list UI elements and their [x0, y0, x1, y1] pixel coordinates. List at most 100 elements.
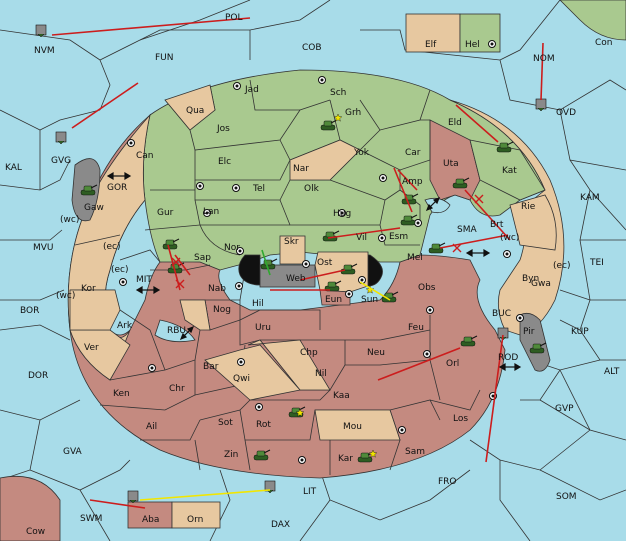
sea-label-lit: LIT — [303, 487, 317, 497]
land-label-hug: Hug — [333, 209, 351, 219]
land-label-gaw: Gaw — [84, 203, 104, 213]
army-unit-icon[interactable] — [324, 280, 342, 292]
land-label-aba: Aba — [142, 515, 159, 525]
land-label-gur: Gur — [157, 208, 174, 218]
sea-label-pol: POL — [225, 13, 243, 23]
sea-label-gvg: GVG — [51, 156, 71, 166]
land-label-elc: Elc — [218, 157, 231, 167]
sea-label-fun: FUN — [155, 53, 174, 63]
land-label-nor: Nor — [224, 243, 240, 253]
land-label-nab: Nab — [208, 284, 226, 294]
land-label-bar: Bar — [203, 362, 219, 372]
region-orn[interactable] — [171, 501, 221, 529]
army-unit-icon[interactable] — [529, 342, 547, 354]
sea-label-buc: BUC — [492, 309, 511, 319]
fleet-unit-icon[interactable] — [264, 480, 276, 494]
land-label-elf: Elf — [425, 40, 437, 50]
land-label-kaa: Kaa — [333, 391, 350, 401]
sea-label-rbu: RBU — [167, 326, 186, 336]
sea-label-nvm: NVM — [34, 46, 55, 56]
fleet-unit-icon[interactable] — [55, 131, 67, 145]
sea-label-sma: SMA — [457, 225, 477, 235]
army-unit-icon[interactable] — [320, 119, 338, 131]
land-label-car: Car — [405, 148, 421, 158]
land-label-orn: Orn — [187, 515, 203, 525]
land-label-ark: Ark — [117, 321, 133, 331]
sea-label-mvu: MVU — [33, 243, 54, 253]
region-pir[interactable] — [519, 312, 551, 372]
army-unit-icon[interactable] — [428, 242, 446, 254]
army-unit-icon[interactable] — [496, 141, 514, 153]
army-unit-icon[interactable] — [253, 449, 271, 461]
land-label-sch: Sch — [330, 88, 346, 98]
sea-label-tei: TEI — [589, 258, 604, 268]
coast-label-4: (wc) — [500, 233, 519, 243]
land-label-sun: Sun — [361, 295, 378, 305]
land-label-rie: Rie — [521, 202, 536, 212]
land-label-nog: Nog — [213, 305, 231, 315]
army-unit-icon[interactable] — [381, 291, 399, 303]
fleet-unit-icon[interactable] — [127, 490, 139, 504]
land-label-sap: Sap — [194, 253, 211, 263]
land-label-los: Los — [453, 414, 468, 424]
land-label-jos: Jos — [216, 124, 230, 134]
sea-label-alt: ALT — [604, 367, 620, 377]
army-unit-icon[interactable] — [288, 406, 306, 418]
army-unit-icon[interactable] — [80, 184, 98, 196]
land-label-esm: Esm — [389, 232, 408, 242]
army-unit-icon[interactable] — [162, 238, 180, 250]
coast-label-0: (wc) — [60, 215, 79, 225]
region-black-west[interactable] — [238, 254, 261, 286]
army-unit-icon[interactable] — [357, 451, 375, 463]
land-label-hil: Hil — [252, 299, 264, 309]
sea-label-kam: KAM — [580, 193, 600, 203]
land-label-sam: Sam — [405, 447, 425, 457]
land-label-eld: Eld — [448, 118, 462, 128]
fleet-unit-icon[interactable] — [535, 98, 547, 112]
sea-label-swm: SWM — [80, 514, 102, 524]
army-unit-icon[interactable] — [460, 335, 478, 347]
land-label-olk: Olk — [304, 184, 320, 194]
army-unit-icon[interactable] — [452, 177, 470, 189]
land-label-byn: Byn — [522, 274, 539, 284]
land-label-jad: Jad — [244, 85, 259, 95]
army-unit-icon[interactable] — [400, 214, 418, 226]
land-label-kor: Kor — [81, 284, 96, 294]
land-label-obs: Obs — [418, 283, 436, 293]
star-marker-icon — [333, 113, 343, 122]
land-label-sot: Sot — [218, 418, 233, 428]
land-label-ken: Ken — [113, 389, 130, 399]
fleet-unit-icon[interactable] — [35, 24, 47, 38]
land-label-brt: Brt — [490, 220, 504, 230]
region-cow[interactable] — [0, 475, 61, 541]
continent — [67, 69, 565, 479]
land-label-feu: Feu — [408, 323, 424, 333]
land-label-pir: Pir — [523, 327, 535, 337]
inlet-sma — [424, 197, 451, 214]
land-label-grh: Grh — [345, 108, 361, 118]
sea-label-gvp: GVP — [555, 404, 574, 414]
land-label-uru: Uru — [255, 323, 271, 333]
sea-label-som: SOM — [556, 492, 577, 502]
land-label-eun: Eun — [325, 295, 342, 305]
land-label-hel: Hel — [465, 40, 480, 50]
region-elf[interactable] — [405, 13, 461, 53]
sea-label-bor: BOR — [20, 306, 39, 316]
star-marker-icon — [365, 285, 375, 294]
region-black-east[interactable] — [367, 254, 383, 287]
connectors — [106, 171, 522, 372]
sea-label-kal: KAL — [5, 163, 22, 173]
land-label-chr: Chr — [169, 384, 185, 394]
land-label-nil: Nil — [315, 369, 327, 379]
land-label-tel: Tel — [252, 184, 265, 194]
sea-label-mit: MIT — [136, 275, 152, 285]
land-label-uta: Uta — [443, 159, 459, 169]
sea-label-gor: GOR — [107, 183, 127, 193]
region-skr[interactable] — [279, 235, 306, 265]
orders-layer — [51, 17, 544, 509]
star-marker-icon — [295, 408, 305, 417]
land-label-can: Can — [136, 151, 154, 161]
units-layer — [35, 24, 547, 504]
region-eun[interactable] — [319, 289, 351, 306]
